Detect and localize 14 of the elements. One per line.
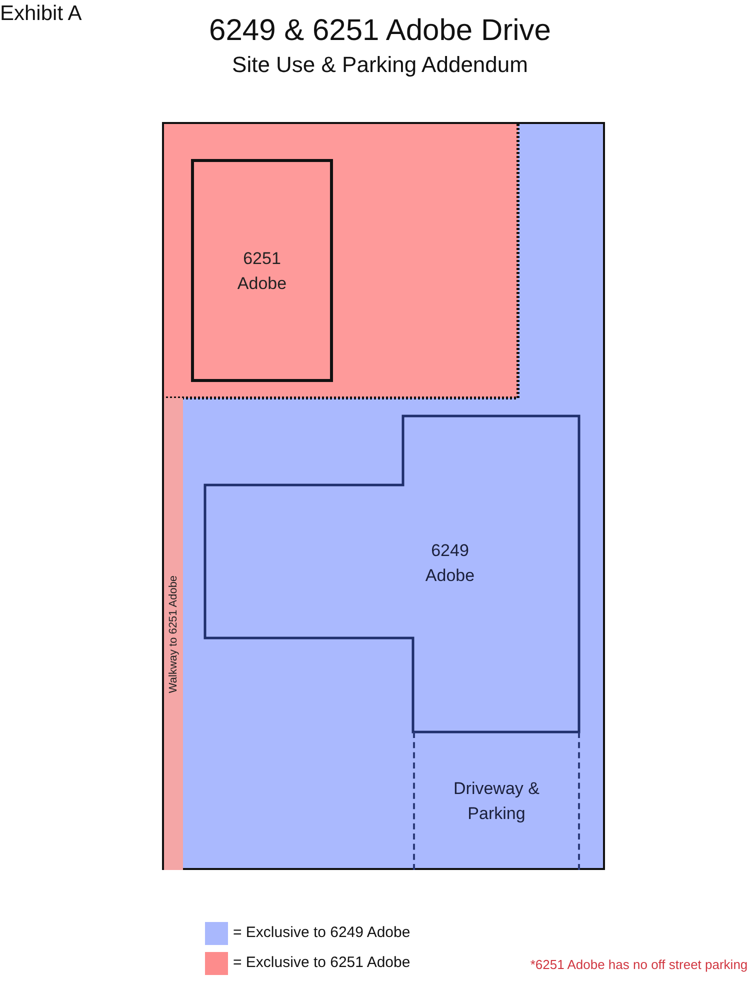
legend-text: = Exclusive to 6251 Adobe xyxy=(233,953,410,974)
legend-text: = Exclusive to 6249 Adobe xyxy=(233,923,410,944)
exhibit-label: Exhibit A xyxy=(0,1,82,27)
building-outline xyxy=(191,159,333,382)
title: 6249 & 6251 Adobe Drive xyxy=(208,13,552,49)
building-outline xyxy=(205,416,579,732)
footnote: *6251 Adobe has no off street parking xyxy=(530,956,748,974)
building-label: 6249 Adobe xyxy=(424,540,476,587)
driveway-area xyxy=(413,732,580,870)
driveway-label: Driveway & Parking xyxy=(452,778,540,825)
walkway-strip xyxy=(164,398,183,870)
building-label: 6251 Adobe xyxy=(236,248,288,294)
subtitle: Site Use & Parking Addendum xyxy=(231,51,529,79)
walkway-label: Walkway to 6251 Adobe xyxy=(166,575,180,693)
